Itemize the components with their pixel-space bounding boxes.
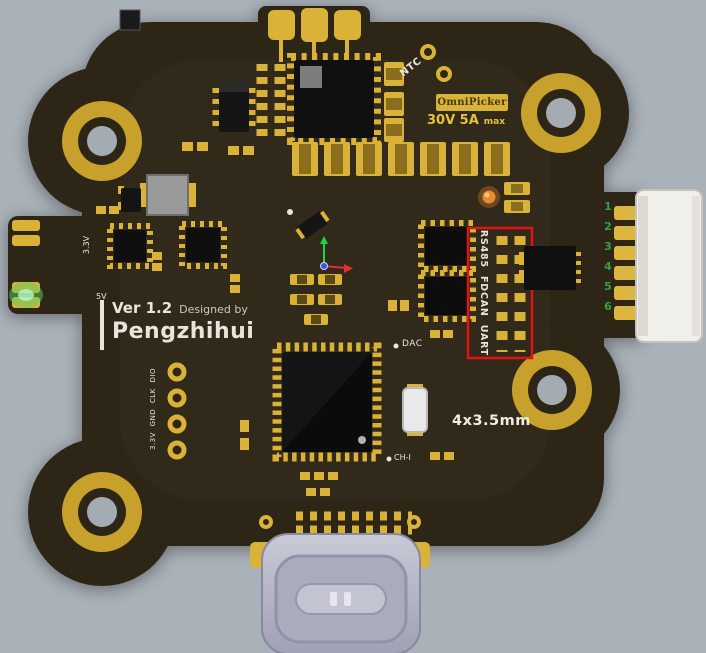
pin-number-3: 3	[604, 240, 612, 253]
connector-pin-numbers: 1 2 3 4 5 6	[602, 200, 614, 314]
debug-header-label: 3.3V GND CLK DIO	[149, 368, 157, 450]
white-connector	[635, 189, 703, 343]
pin-number-2: 2	[604, 220, 612, 233]
designed-by-label: Designed by	[179, 303, 248, 316]
ntc-vias	[420, 44, 452, 82]
status-led-orange	[478, 186, 500, 208]
y-axis-arrow	[320, 236, 328, 244]
transceiver-chip-1	[418, 220, 476, 272]
dac-marker-dot	[393, 343, 399, 349]
z-axis-dot	[320, 262, 328, 270]
mounting-hole-top-left	[62, 101, 142, 181]
passives-column	[384, 62, 404, 142]
driver-chip	[287, 53, 381, 145]
origin-axis-gizmo	[320, 236, 353, 273]
interface-annotation-box	[466, 226, 534, 360]
rating-value: 30V 5A	[427, 113, 479, 128]
dac-label: DAC	[402, 339, 423, 349]
regulator-chip-33v	[107, 223, 153, 269]
author-label: Pengzhihui	[112, 319, 255, 344]
mounting-hole-top-right	[521, 73, 601, 153]
mounting-hole-bottom-left	[62, 472, 142, 552]
usb-c-connector	[261, 533, 421, 653]
fiducial-block	[119, 9, 141, 31]
pin-number-1: 1	[604, 200, 612, 213]
tilted-component	[287, 209, 330, 240]
crystal-oscillator	[402, 384, 428, 436]
mcu-chip	[272, 342, 382, 462]
capacitor-bank	[292, 142, 530, 213]
interfaces-label: RS485 FDCAN UART	[478, 229, 489, 357]
connector-driver-chip	[519, 246, 581, 290]
scattered-pads	[96, 142, 454, 496]
version-block: Ver 1.2 Designed by Pengzhihui	[112, 299, 254, 344]
transceiver-chip-2	[418, 270, 476, 322]
inductor	[140, 174, 196, 216]
pin1-dot	[358, 436, 366, 444]
x-axis-arrow	[344, 264, 353, 273]
regulator-chip-5v	[179, 221, 227, 269]
top-edge-pads	[268, 8, 361, 62]
pin-number-4: 4	[604, 260, 612, 273]
rating-max: max	[483, 117, 506, 127]
pin-number-6: 6	[604, 300, 612, 313]
mounting-hole-bottom-right	[512, 350, 592, 430]
rail-33v-label: 3.3V	[82, 235, 91, 255]
debug-header-holes	[167, 362, 187, 460]
brand-badge: OmniPicker	[436, 94, 508, 111]
chi-marker-dot	[386, 456, 392, 462]
sot23-transistor	[118, 186, 146, 212]
rail-5v-label: 5V	[96, 292, 107, 301]
version-label: Ver 1.2	[112, 299, 173, 317]
ch-i-label: CH-I	[394, 453, 411, 462]
silkscreen-bar	[100, 300, 104, 350]
mounting-size-label: 4x3.5mm	[452, 413, 531, 429]
left-tab-pads	[9, 220, 43, 308]
center-resistors	[290, 274, 342, 325]
rating-label: 30V 5A max	[427, 113, 505, 128]
soic-chip	[212, 82, 256, 132]
pin-number-5: 5	[604, 280, 612, 293]
